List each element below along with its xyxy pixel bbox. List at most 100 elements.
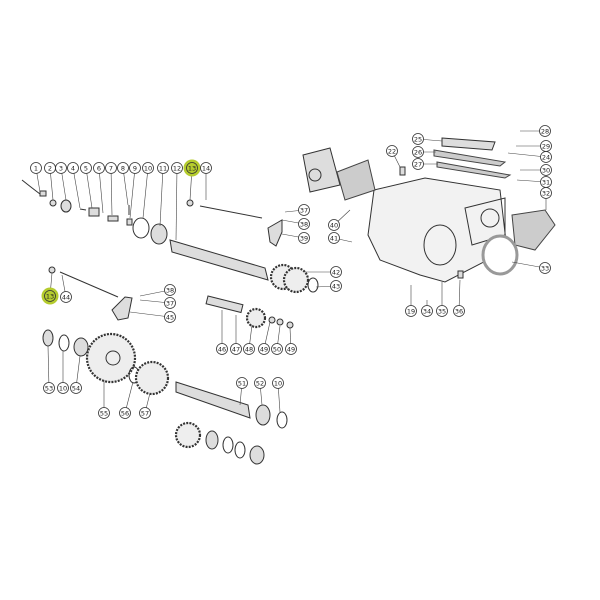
callout-29[interactable]: 29 (540, 140, 552, 152)
callout-51[interactable]: 51 (236, 377, 248, 389)
callout-number: 13 (188, 164, 196, 172)
callout-26[interactable]: 26 (412, 146, 424, 158)
leader-line (98, 167, 104, 214)
callout-10[interactable]: 10 (57, 382, 69, 394)
callout-45[interactable]: 45 (164, 311, 176, 323)
cover-plate (302, 147, 341, 193)
callout-number: 34 (423, 307, 431, 315)
callout-35[interactable]: 35 (436, 305, 448, 317)
callout-38[interactable]: 38 (298, 218, 310, 230)
callout-48[interactable]: 48 (243, 343, 255, 355)
gear-55 (85, 332, 137, 384)
leader-line (85, 167, 93, 209)
highlight-marker (41, 287, 59, 305)
callout-6[interactable]: 6 (93, 162, 105, 174)
callout-number: 26 (414, 148, 422, 156)
callout-number: 30 (542, 166, 550, 174)
callout-number: 22 (388, 147, 396, 155)
callout-11[interactable]: 11 (157, 162, 169, 174)
part-13 (186, 199, 194, 207)
callout-46[interactable]: 46 (216, 343, 228, 355)
gear-48 (245, 307, 267, 329)
callout-number: 48 (245, 345, 253, 353)
callout-number: 19 (407, 307, 415, 315)
callout-22[interactable]: 22 (386, 145, 398, 157)
callout-number: 32 (542, 189, 550, 197)
part-5 (88, 207, 100, 217)
gasket-32 (511, 209, 556, 251)
leader-line (142, 167, 149, 219)
callout-32[interactable]: 32 (540, 187, 552, 199)
callout-number: 50 (273, 345, 281, 353)
callout-28[interactable]: 28 (539, 125, 551, 137)
callout-56[interactable]: 56 (119, 407, 131, 419)
callout-4[interactable]: 4 (67, 162, 79, 174)
callout-number: 36 (455, 307, 463, 315)
shaft-51 (175, 381, 251, 419)
callout-number: 10 (274, 379, 282, 387)
callout-number: 54 (72, 384, 80, 392)
plug-22 (399, 166, 406, 176)
callout-10[interactable]: 10 (272, 377, 284, 389)
callout-14[interactable]: 14 (200, 162, 212, 174)
part-1 (39, 190, 47, 197)
callout-number: 37 (300, 206, 308, 214)
shaft-44 (59, 271, 119, 298)
leader-lines (35, 130, 547, 414)
callout-40[interactable]: 40 (328, 219, 340, 231)
callout-52[interactable]: 52 (254, 377, 266, 389)
callout-43[interactable]: 43 (330, 280, 342, 292)
callout-50[interactable]: 50 (271, 343, 283, 355)
callout-number: 39 (300, 234, 308, 242)
callout-13[interactable]: 13 (183, 159, 201, 177)
callout-number: 13 (46, 292, 54, 300)
callout-47[interactable]: 47 (230, 343, 242, 355)
fork-45 (111, 296, 133, 321)
callout-19[interactable]: 19 (405, 305, 417, 317)
part-2 (49, 199, 57, 207)
callout-41[interactable]: 41 (328, 232, 340, 244)
parts-drawing (21, 137, 556, 465)
callout-8[interactable]: 8 (117, 162, 129, 174)
callout-10[interactable]: 10 (142, 162, 154, 174)
callout-9[interactable]: 9 (129, 162, 141, 174)
callout-number: 12 (173, 164, 181, 172)
callout-53[interactable]: 53 (43, 382, 55, 394)
callout-49[interactable]: 49 (285, 343, 297, 355)
circlip-43 (307, 277, 319, 293)
callout-number: 10 (59, 384, 67, 392)
callout-number: 56 (121, 409, 129, 417)
callout-55[interactable]: 55 (98, 407, 110, 419)
main-shaft (169, 239, 269, 281)
callout-27[interactable]: 27 (412, 158, 424, 170)
callout-36[interactable]: 36 (453, 305, 465, 317)
callout-2[interactable]: 2 (44, 162, 56, 174)
callout-33[interactable]: 33 (539, 262, 551, 274)
callout-1[interactable]: 1 (30, 162, 42, 174)
callout-24[interactable]: 24 (540, 151, 552, 163)
callout-31[interactable]: 31 (540, 176, 552, 188)
callout-39[interactable]: 39 (298, 232, 310, 244)
callout-30[interactable]: 30 (540, 164, 552, 176)
callout-25[interactable]: 25 (412, 133, 424, 145)
callout-number: 43 (332, 282, 340, 290)
callout-7[interactable]: 7 (105, 162, 117, 174)
callout-49[interactable]: 49 (258, 343, 270, 355)
callout-5[interactable]: 5 (80, 162, 92, 174)
callout-13[interactable]: 13 (41, 287, 59, 305)
callout-34[interactable]: 34 (421, 305, 433, 317)
callout-38[interactable]: 38 (164, 284, 176, 296)
callout-number: 3 (59, 164, 63, 172)
callout-42[interactable]: 42 (330, 266, 342, 278)
callout-37[interactable]: 37 (164, 297, 176, 309)
callout-number: 9 (133, 164, 137, 172)
callout-44[interactable]: 44 (60, 291, 72, 303)
callout-12[interactable]: 12 (171, 162, 183, 174)
callout-number: 57 (141, 409, 149, 417)
callout-57[interactable]: 57 (139, 407, 151, 419)
callout-37[interactable]: 37 (298, 204, 310, 216)
callout-number: 4 (71, 164, 75, 172)
callout-3[interactable]: 3 (55, 162, 67, 174)
callout-54[interactable]: 54 (70, 382, 82, 394)
